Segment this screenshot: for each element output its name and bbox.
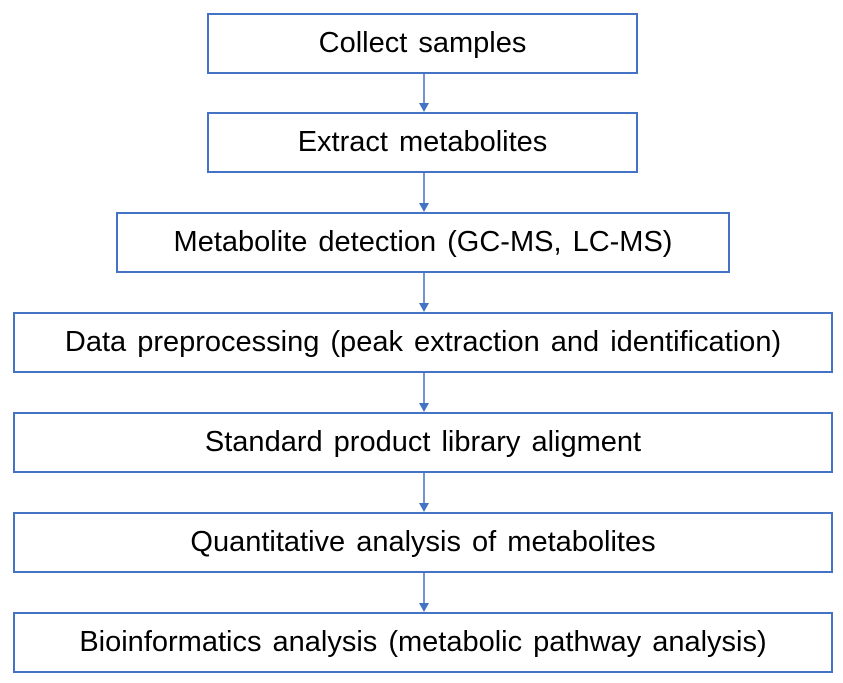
arrow-5-to-6 bbox=[419, 473, 429, 512]
step-quantitative-analysis: Quantitative analysis of metabolites bbox=[13, 512, 833, 573]
step-bioinformatics-analysis: Bioinformatics analysis (metabolic pathw… bbox=[13, 612, 833, 673]
step-label: Extract metabolites bbox=[297, 126, 548, 158]
step-label: Collect samples bbox=[318, 27, 527, 59]
step-collect-samples: Collect samples bbox=[207, 13, 638, 74]
step-library-alignment: Standard product library aligment bbox=[13, 412, 833, 473]
step-label: Bioinformatics analysis (metabolic pathw… bbox=[79, 626, 767, 658]
step-label: Standard product library aligment bbox=[204, 426, 642, 458]
arrow-4-to-5 bbox=[419, 373, 429, 412]
arrow-1-to-2 bbox=[419, 74, 429, 112]
arrow-3-to-4 bbox=[419, 273, 429, 312]
step-data-preprocessing: Data preprocessing (peak extraction and … bbox=[13, 312, 833, 373]
step-label: Data preprocessing (peak extraction and … bbox=[64, 326, 782, 358]
step-label: Quantitative analysis of metabolites bbox=[190, 526, 656, 558]
arrow-6-to-7 bbox=[419, 573, 429, 612]
step-metabolite-detection: Metabolite detection (GC-MS, LC-MS) bbox=[116, 212, 730, 273]
step-extract-metabolites: Extract metabolites bbox=[207, 112, 638, 173]
step-label: Metabolite detection (GC-MS, LC-MS) bbox=[173, 226, 673, 258]
arrow-2-to-3 bbox=[419, 173, 429, 212]
